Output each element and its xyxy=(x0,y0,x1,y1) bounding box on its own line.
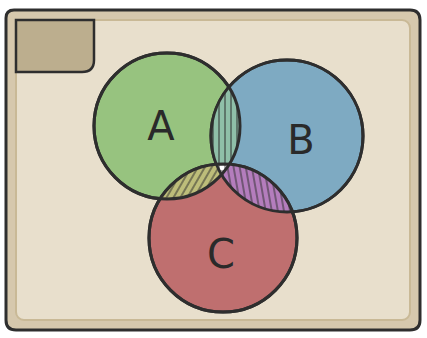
set-label: B xyxy=(287,120,314,160)
set-label: A xyxy=(147,106,174,146)
set-label: C xyxy=(207,234,235,274)
set-circle: C xyxy=(149,164,297,312)
folder-inner xyxy=(16,20,410,320)
circle-outline xyxy=(149,164,297,312)
folder-tab xyxy=(16,20,94,72)
circle-fill xyxy=(149,164,297,312)
folder-outer xyxy=(6,10,420,330)
